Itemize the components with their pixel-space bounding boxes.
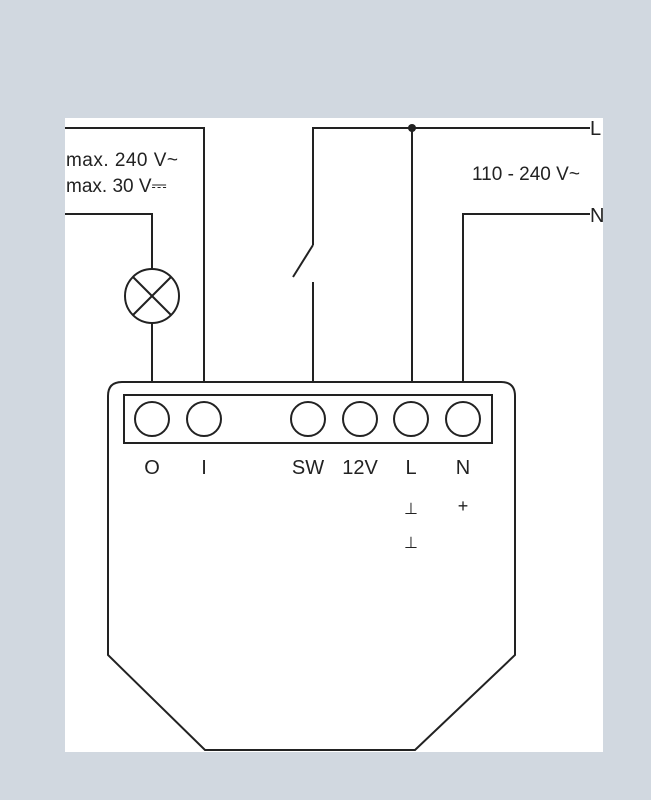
wire-load-o (65, 213, 153, 269)
terminal-o[interactable] (134, 401, 170, 437)
terminal-label: N (456, 457, 470, 479)
neutral-label: N (590, 205, 604, 227)
terminal-label: L (405, 457, 416, 479)
wire-line (312, 127, 590, 245)
terminal-label: I (201, 457, 207, 479)
device-body (107, 381, 516, 751)
junction-dot (408, 124, 416, 132)
lamp-icon (124, 268, 180, 324)
wire-load-i (65, 127, 205, 382)
wire-neutral (462, 213, 590, 382)
terminal-label: SW (292, 457, 324, 479)
terminal-i[interactable] (186, 401, 222, 437)
rating-dc: max. 30 V⎓ (66, 176, 167, 197)
line-label: L (590, 118, 601, 140)
rating-ac: max. 240 V~ (66, 150, 178, 171)
terminal-label: 12V (342, 457, 378, 479)
terminal-sw[interactable] (290, 401, 326, 437)
terminal-l[interactable] (393, 401, 429, 437)
ground-mark: ⊥ (404, 501, 418, 518)
plus-mark: + (458, 496, 469, 516)
supply-voltage: 110 - 240 V~ (472, 164, 580, 185)
terminal-block (123, 394, 493, 444)
terminal-n[interactable] (445, 401, 481, 437)
terminal-label: O (144, 457, 160, 479)
terminal-12v[interactable] (342, 401, 378, 437)
ground-mark: ⊥ (404, 535, 418, 552)
switch-icon (292, 244, 314, 382)
